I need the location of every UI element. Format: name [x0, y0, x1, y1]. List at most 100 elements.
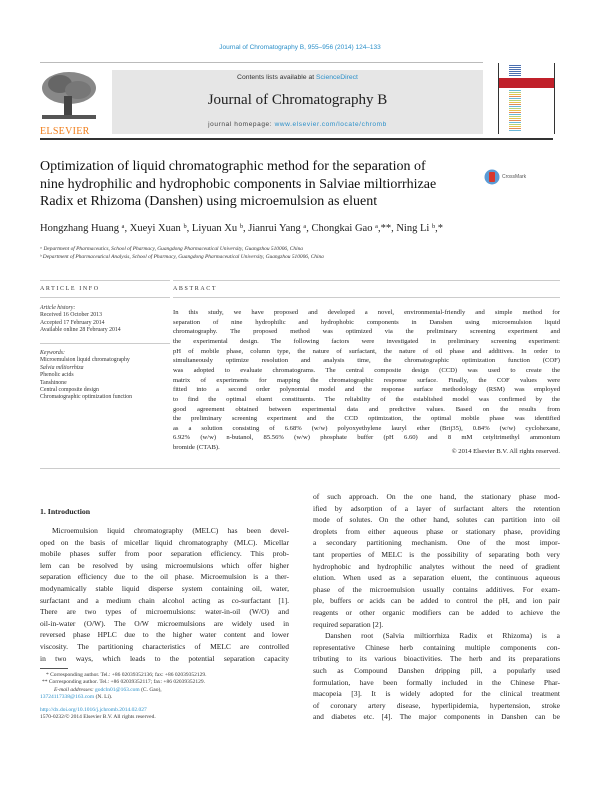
abstract-line: the experimental design. The following f…	[173, 337, 560, 345]
email-link-gao[interactable]: godcln01@163.com	[95, 686, 140, 693]
author-list: Hongzhang Huang ᵃ, Xueyi Xuan ᵇ, Liyuan …	[40, 223, 444, 234]
keyword: Tanshinone	[40, 379, 67, 386]
intro-line: such as Compound Danshen dripping pill, …	[313, 666, 560, 675]
intro-line: ple, buffers or acids can be added to co…	[313, 596, 560, 606]
abstract-line: simultaneously optimize resolution and a…	[173, 357, 560, 365]
article-title: Optimization of liquid chromatographic m…	[40, 158, 470, 211]
abstract-rule	[173, 280, 560, 281]
header-top-rule	[40, 62, 483, 63]
abstract-line: In this study, we have proposed and deve…	[173, 309, 560, 316]
elsevier-logo: ELSEVIER	[40, 70, 98, 137]
abstract-line: was adopted to evaluate chromatograms. T…	[173, 366, 560, 374]
keyword: Phenolic acids	[40, 372, 74, 379]
intro-line: formulation, have been formally included…	[313, 677, 560, 687]
intro-line: representative Chinese herb containing m…	[313, 642, 560, 652]
footnote-corresponding-2: ** Corresponding author. Tel.: +86 02039…	[42, 679, 206, 686]
email-link-li[interactable]: 13724117338@163.com	[40, 693, 95, 700]
intro-line: There are two types of microemulsions: w…	[40, 607, 289, 617]
keyword: Salvia miltiorrhiza	[40, 364, 84, 371]
history-received: Received 16 October 2013	[40, 312, 102, 319]
header-bottom-rule	[40, 138, 553, 140]
abstract-line: matrix of experiments for mapping the ch…	[173, 376, 560, 384]
keyword: Microemulsion liquid chromatography	[40, 357, 130, 364]
intro-line: mobile phases suffer from poor separatio…	[40, 549, 289, 559]
abstract-line: to find the optimal eluent constituents.…	[173, 395, 560, 403]
title-line: Optimization of liquid chromatographic m…	[40, 159, 426, 174]
intro-line: surfactant and a medium chain alcohol ac…	[40, 595, 289, 605]
intro-line: Microemulsion liquid chromatography (MEL…	[52, 526, 289, 535]
email-name-gao: (C. Gao),	[139, 686, 162, 693]
intro-line: a secondary partitioning mechanism. One …	[313, 538, 560, 548]
article-info-sep	[40, 297, 170, 298]
intro-line: ified by adsorption of a layer of surfac…	[313, 503, 560, 513]
intro-line: droplets from either aqueous phase or st…	[313, 526, 560, 536]
intro-line: oil-in-water (O/W). The O/W microemulsio…	[40, 618, 289, 628]
intro-line: of coronary artery disease, hyperlipidem…	[313, 700, 560, 710]
affiliation-b: ᵇ Department of Pharmaceutical Analysis,…	[40, 254, 324, 260]
intro-line: mode of solutes. On the other hand, solu…	[313, 515, 560, 525]
affiliation-a: ᵃ Department of Pharmaceutics, School of…	[40, 246, 303, 252]
intro-line: oped on the basis of micellar liquid chr…	[40, 537, 289, 547]
issn-copyright: 1570-0232/© 2014 Elsevier B.V. All right…	[40, 714, 156, 721]
contents-prefix: Contents lists available at	[237, 74, 317, 81]
crossmark-label: CrossMark	[502, 174, 527, 180]
abstract-line: fitted into a second order polynomial mo…	[173, 386, 560, 394]
history-accepted: Accepted 17 February 2014	[40, 319, 105, 326]
footnote-rule	[40, 668, 68, 669]
intro-line: phase of the microemulsion usually conta…	[313, 584, 560, 594]
intro-line: of such approach. On the one hand, the s…	[313, 492, 560, 501]
intro-line: tant properties of MELC is the possibili…	[313, 550, 560, 559]
intro-line: required separation [2].	[313, 619, 384, 629]
doi-link[interactable]: http://dx.doi.org/10.1016/j.jchromb.2014…	[40, 707, 147, 714]
intro-line: viscosity. The partitioning characterist…	[40, 642, 289, 651]
crossmark-badge[interactable]: CrossMark	[484, 169, 526, 185]
intro-line: modynamically stable liquid disperse sys…	[40, 584, 289, 593]
intro-line: and diabetes etc. [4]. The major compone…	[313, 712, 560, 722]
keyword: Chromatographic optimization function	[40, 394, 133, 401]
article-history: Article history: Received 16 October 201…	[40, 305, 121, 335]
footnotes: * Corresponding author. Tel.: +86 020393…	[40, 672, 206, 722]
elsevier-tree-icon	[40, 70, 98, 120]
history-online: Available online 28 February 2014	[40, 327, 121, 334]
email-name-li: (N. Li).	[94, 693, 113, 700]
abstract-line: as a solution consisting of 6.68% (w/w) …	[173, 424, 560, 432]
footnote-email-2: 13724117338@163.com (N. Li).	[40, 694, 206, 701]
abstract-line: separation of nine hydrophilic and hydro…	[173, 318, 560, 326]
intro-line: reversed phase HPLC due to the higher wa…	[40, 630, 289, 640]
email-label: E-mail addresses:	[54, 686, 96, 693]
intro-line: tributing to its various bioactivities. …	[313, 654, 560, 664]
intro-line: elution. When used as a separation eluen…	[313, 573, 560, 583]
keywords-rule	[40, 343, 170, 344]
homepage-line: journal homepage: www.elsevier.com/locat…	[112, 121, 483, 128]
intro-line: lem can be resolved by using microemulsi…	[40, 560, 289, 570]
contents-line: Contents lists available at ScienceDirec…	[112, 74, 483, 81]
keyword: Central composite design	[40, 387, 99, 394]
abstract-sep	[173, 297, 560, 298]
journal-citation[interactable]: Journal of Chromatography B, 955–956 (20…	[219, 44, 381, 51]
intro-line: separation efficiency due to the oil pha…	[40, 572, 289, 582]
title-line: Radix et Rhizoma (Danshen) using microem…	[40, 194, 378, 209]
article-info-rule	[40, 280, 170, 281]
intro-line: Danshen root (Salvia miltiorrhiza Radix …	[325, 631, 560, 641]
footnote-corresponding-1: * Corresponding author. Tel.: +86 020393…	[46, 672, 207, 678]
keywords: Keywords: Microemulsion liquid chromatog…	[40, 350, 132, 402]
intro-line: reagents or other organic modifiers can …	[313, 608, 560, 617]
homepage-link[interactable]: www.elsevier.com/locate/chromb	[274, 121, 387, 128]
sciencedirect-link[interactable]: ScienceDirect	[316, 74, 358, 81]
intro-line: in two ways, which leads to the potentia…	[40, 653, 289, 663]
abstract-heading: ABSTRACT	[173, 286, 218, 292]
section-heading-introduction: 1. Introduction	[40, 507, 91, 516]
abstract-bottom-rule	[40, 468, 560, 469]
intro-line: macopeia [3]. It is widely adopted for t…	[313, 689, 560, 699]
article-info-heading: ARTICLE INFO	[40, 286, 100, 292]
abstract-line: 6.92% (w/w) n-butanol, 85.56% (w/w) phos…	[173, 434, 560, 442]
abstract-line: chromatography. The proposed method was …	[173, 328, 560, 336]
journal-title: Journal of Chromatography B	[207, 92, 388, 108]
history-label: Article history:	[40, 305, 76, 311]
title-line: nine hydrophilic and hydrophobic compone…	[40, 176, 437, 192]
crossmark-icon	[484, 169, 500, 185]
journal-cover-thumbnail	[498, 63, 555, 134]
keywords-label: Keywords:	[40, 350, 65, 356]
abstract-line: good agreement obtained between experime…	[173, 405, 560, 413]
abstract-line: bromide (CTAB).	[173, 444, 220, 452]
